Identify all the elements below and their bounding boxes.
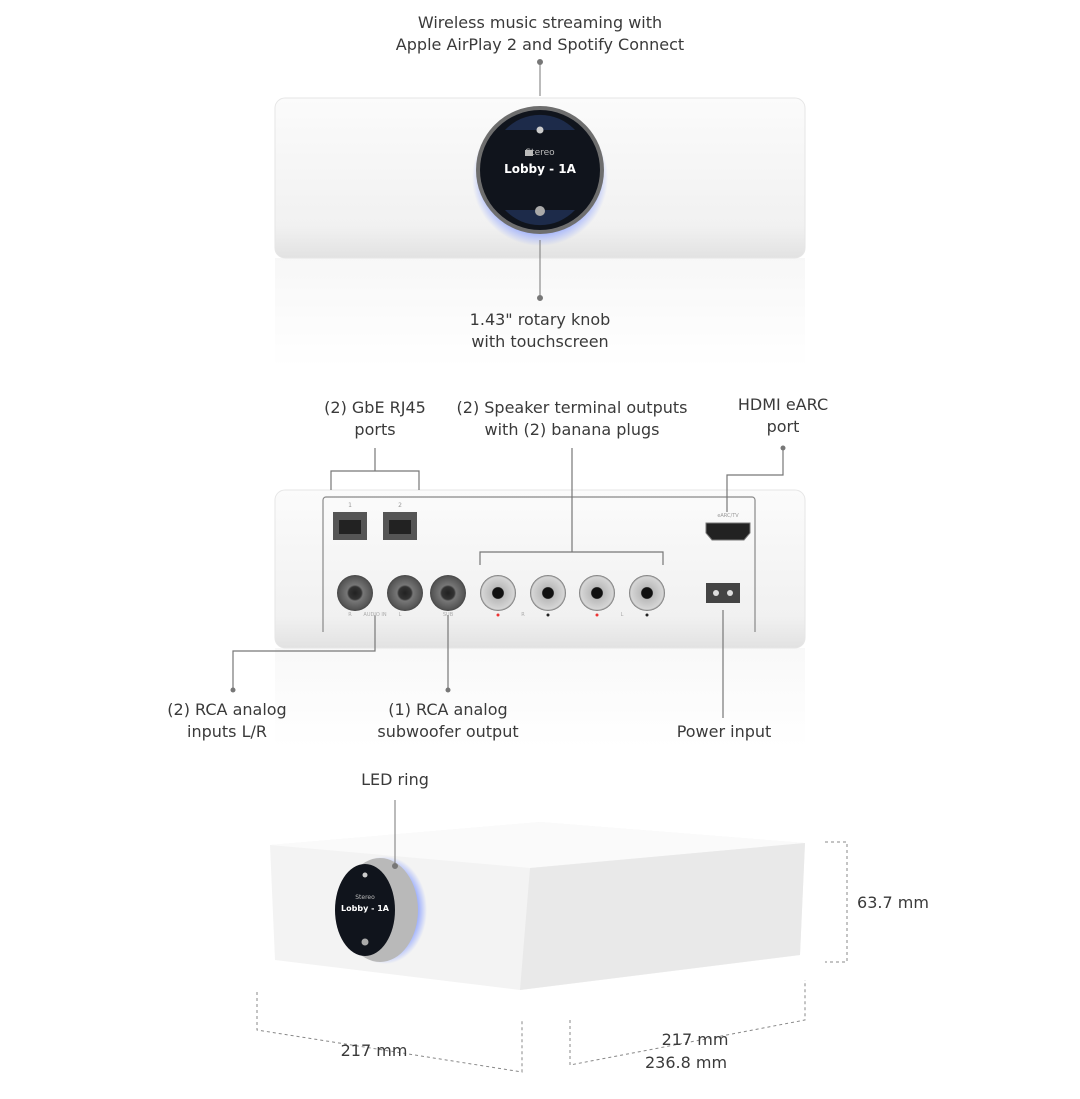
- front-leader-lines: [537, 59, 543, 301]
- port-label: eARC/TV: [717, 513, 739, 519]
- port-label: R: [521, 612, 525, 618]
- height-dimension: 63.7 mm: [857, 893, 929, 912]
- port-label: AUDIO IN: [363, 612, 387, 618]
- hdmi-port: [705, 522, 751, 541]
- knob-mode-label: Stereo: [525, 148, 555, 158]
- port-label: 1: [348, 502, 352, 509]
- port-label: L: [398, 612, 402, 618]
- play-pause-icon[interactable]: [535, 206, 545, 216]
- speaker-icon: [525, 150, 533, 156]
- width-dimension: 217 mm: [340, 1041, 408, 1060]
- knob-mode-label: Stereo: [355, 894, 375, 901]
- power-inlet: [706, 583, 740, 603]
- speaker-terminal: [629, 575, 665, 611]
- gear-icon: [362, 872, 368, 878]
- speaker-terminal: [480, 575, 516, 611]
- diagonal-dimension: 236.8 mm: [644, 1053, 728, 1072]
- power-callout: Power input: [676, 722, 772, 741]
- knob-zone-label: Lobby - 1A: [504, 162, 576, 176]
- play-pause-icon: [361, 938, 369, 946]
- rca-input-r: [337, 575, 373, 611]
- port-label: L: [620, 612, 624, 618]
- port-label: R: [348, 612, 352, 618]
- port-label: 2: [398, 502, 402, 509]
- knob-screen[interactable]: [335, 864, 395, 956]
- port-label: SUB: [442, 612, 454, 618]
- rca-sub-out: [430, 575, 466, 611]
- gear-icon[interactable]: [536, 126, 544, 134]
- rca-input-l: [387, 575, 423, 611]
- rj45-port: [333, 512, 367, 540]
- speaker-terminal: [579, 575, 615, 611]
- angled-device: [270, 822, 805, 990]
- depth-dimension: 217 mm: [661, 1030, 729, 1049]
- rj45-port: [383, 512, 417, 540]
- speaker-terminal: [530, 575, 566, 611]
- dimension-lines: [256, 841, 848, 1073]
- led-ring-callout: LED ring: [361, 770, 429, 789]
- rear-device: [274, 489, 806, 748]
- knob-zone-label: Lobby - 1A: [341, 904, 389, 913]
- led-leader-line: [392, 800, 398, 869]
- rear-leader-lines: [232, 448, 784, 718]
- knob-screen[interactable]: [480, 110, 600, 230]
